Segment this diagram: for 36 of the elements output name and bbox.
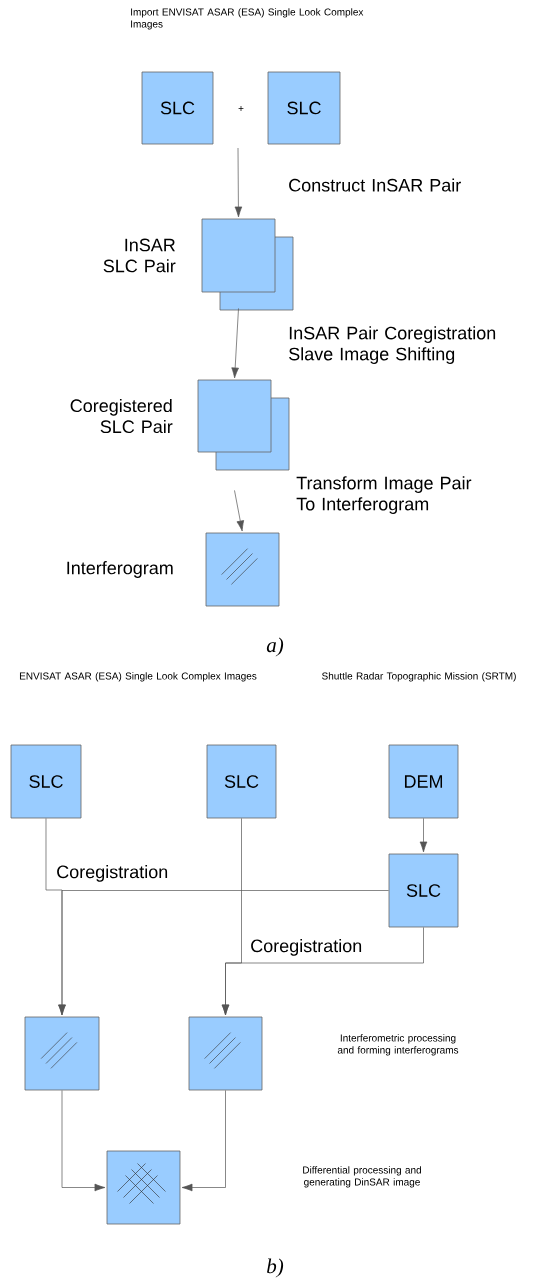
arrow <box>221 927 424 1016</box>
data-box: SLC <box>206 744 277 819</box>
edge-label: Construct InSAR Pair <box>289 178 461 192</box>
node-caption: Coregistered SLC Pair <box>70 398 173 434</box>
edge-label: Transform Image Pair To Interferogram <box>296 476 472 514</box>
step-note: Differential processing and generating DinSAR image <box>303 1166 421 1188</box>
arrow <box>231 308 239 379</box>
heading-text: ENVISAT ASAR (ESA) Single Look Complex Images <box>20 672 257 682</box>
arrow <box>58 890 389 1016</box>
plus-sign: + <box>238 106 244 111</box>
heading-text: Shuttle Radar Topographic Mission (SRTM) <box>322 672 516 682</box>
arrow <box>234 490 245 532</box>
panel-caption: a) <box>266 637 284 657</box>
data-box: SLC <box>267 71 341 145</box>
data-box: SLC <box>388 853 459 928</box>
step-note: Interferometric processing and forming interferograms <box>337 1034 459 1056</box>
edge-label: Coregistration <box>251 939 362 956</box>
edge-label: InSAR Pair Coregistration Slave Image Shifting <box>289 326 496 364</box>
interferogram-square <box>106 1150 181 1225</box>
arrow <box>234 147 243 218</box>
heading-text: Import ENVISAT ASAR (ESA) Single Look Complex Images <box>131 8 364 30</box>
interferogram-square <box>24 1016 100 1091</box>
image-pair-stack <box>201 218 294 311</box>
data-box: DEM <box>388 744 459 819</box>
data-box: SLC <box>10 744 82 819</box>
image-pair-stack <box>197 379 290 471</box>
interferogram-square <box>205 532 280 607</box>
data-box: SLC <box>141 71 214 145</box>
panel-caption: b) <box>267 1258 284 1278</box>
arrow <box>181 1090 226 1192</box>
arrow <box>419 818 428 853</box>
edge-label: Coregistration <box>57 865 168 882</box>
node-caption: InSAR SLC Pair <box>103 238 176 273</box>
node-caption: Interferogram <box>67 561 173 578</box>
interferogram-square <box>188 1016 263 1091</box>
arrow <box>61 1090 106 1192</box>
